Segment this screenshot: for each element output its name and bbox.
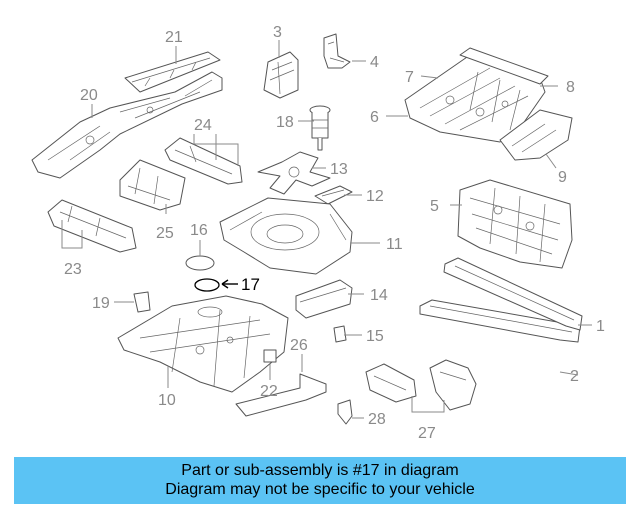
info-banner: Part or sub-assembly is #17 in diagram D… <box>14 457 626 504</box>
callout-18: 18 <box>276 114 294 131</box>
part-26-strip <box>235 373 327 417</box>
callout-25: 25 <box>156 225 174 242</box>
part-11-spare-wheel-tub <box>219 197 353 275</box>
callout-8: 8 <box>566 79 575 96</box>
callout-14: 14 <box>370 287 388 304</box>
callout-27: 27 <box>418 425 436 442</box>
part-2-beam <box>443 257 583 331</box>
callout-2: 2 <box>570 368 579 385</box>
callout-23: 23 <box>64 261 82 278</box>
part-16-ring <box>185 255 215 271</box>
callout-10: 10 <box>158 392 176 409</box>
part-27-brackets <box>365 359 477 411</box>
callout-19: 19 <box>92 295 110 312</box>
part-6-7-8-rear-panel <box>404 47 549 143</box>
callout-24: 24 <box>194 117 212 134</box>
callout-21: 21 <box>165 29 183 46</box>
part-1-beam <box>419 299 581 343</box>
callout-20: 20 <box>80 87 98 104</box>
callout-5: 5 <box>430 198 439 215</box>
part-21-rail-strip <box>124 51 221 93</box>
callout-7: 7 <box>405 69 414 86</box>
callout-3: 3 <box>273 24 282 41</box>
part-17-ring <box>194 278 220 292</box>
part-14-channel <box>295 279 353 319</box>
callout-11: 11 <box>386 236 403 253</box>
part-3-bracket <box>263 51 299 99</box>
callout-12: 12 <box>366 188 384 205</box>
callout-17: 17 <box>241 275 260 294</box>
callout-22: 22 <box>260 383 278 400</box>
callout-1: 1 <box>596 318 605 335</box>
part-4-bracket <box>323 33 351 69</box>
banner-line-2: Diagram may not be specific to your vehi… <box>165 481 475 498</box>
part-18-jack <box>309 105 331 151</box>
part-5-rear-panel <box>457 179 573 269</box>
leader-lines <box>61 40 592 419</box>
part-9-side-panel <box>499 109 573 161</box>
callout-13: 13 <box>330 161 348 178</box>
part-24-rail <box>164 137 243 185</box>
part-20-frame-rail <box>31 71 223 179</box>
part-12-plate <box>314 185 353 205</box>
callout-15: 15 <box>366 328 384 345</box>
callout-numbers: 1 2 3 4 5 6 7 8 9 10 11 12 13 14 15 16 1… <box>64 24 605 442</box>
part-19-clip <box>133 291 151 313</box>
part-23-rail <box>47 199 137 253</box>
callout-6: 6 <box>370 109 379 126</box>
parts-diagram: 1 2 3 4 5 6 7 8 9 10 11 12 13 14 15 16 1… <box>31 24 605 442</box>
part-15-bracket <box>333 325 347 343</box>
callout-9: 9 <box>558 169 567 186</box>
part-22-clip <box>263 349 277 363</box>
callout-28: 28 <box>368 411 386 428</box>
part-28-clip <box>337 399 353 425</box>
callout-26: 26 <box>290 337 308 354</box>
part-13-cross-brace <box>257 151 331 195</box>
banner-line-1: Part or sub-assembly is #17 in diagram <box>181 462 459 479</box>
part-25-bracket <box>119 159 186 211</box>
callout-4: 4 <box>370 54 379 71</box>
callout-16: 16 <box>190 222 208 239</box>
